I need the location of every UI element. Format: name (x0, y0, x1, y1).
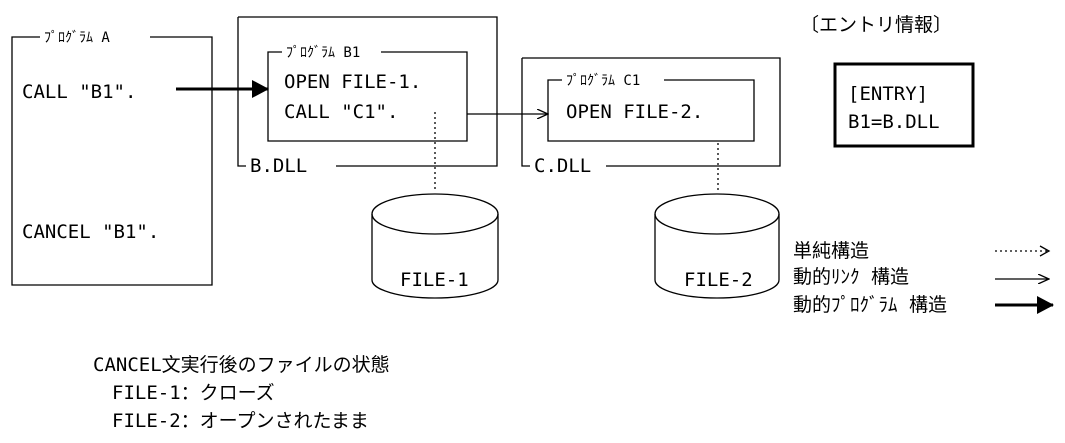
file2-label: FILE-2 (684, 269, 753, 291)
program-c1-box: ﾌﾟﾛｸﾞﾗﾑ C1 OPEN FILE-2. (547, 73, 755, 142)
entry-info: 〔エントリ情報〕 [ENTRY] B1=B.DLL (800, 14, 975, 148)
program-a-label: ﾌﾟﾛｸﾞﾗﾑ A (44, 30, 110, 46)
program-b1-label: ﾌﾟﾛｸﾞﾗﾑ B1 (286, 45, 360, 61)
legend-simple-arrowhead (1039, 245, 1051, 257)
file2-cylinder: FILE-2 (654, 193, 780, 299)
legend-dynamic-program-label: 動的ﾌﾟﾛｸﾞﾗﾑ 構造 (793, 294, 947, 316)
file1-cylinder: FILE-1 (371, 193, 499, 299)
program-b1-box: ﾌﾟﾛｸﾞﾗﾑ B1 OPEN FILE-1. CALL "C1". (267, 45, 468, 142)
status-file1: FILE-1：クローズ (112, 382, 275, 404)
c-dll-box: C.DLL (521, 57, 781, 177)
b-dll-box: B.DLL (237, 16, 498, 177)
program-a-call: CALL "B1". (22, 81, 136, 103)
entry-info-line2: B1=B.DLL (848, 111, 940, 133)
entry-info-box (833, 62, 975, 148)
status-title: CANCEL文実行後のファイルの状態 (93, 354, 390, 376)
status-file2: FILE-2：オープンされたまま (112, 410, 369, 432)
program-b1-call: CALL "C1". (284, 101, 398, 123)
entry-info-line1: [ENTRY] (848, 83, 928, 105)
program-c1-label: ﾌﾟﾛｸﾞﾗﾑ C1 (566, 73, 640, 89)
legend-dynamic-link-label: 動的ﾘﾝｸ 構造 (793, 266, 909, 288)
program-b1-open: OPEN FILE-1. (284, 71, 421, 93)
cancel-status: CANCEL文実行後のファイルの状態 FILE-1：クローズ FILE-2：オー… (93, 354, 390, 432)
program-a-box: ﾌﾟﾛｸﾞﾗﾑ A CALL "B1". CANCEL "B1". (11, 30, 213, 286)
legend-simple-label: 単純構造 (793, 240, 869, 262)
program-c1-open: OPEN FILE-2. (566, 101, 703, 123)
program-a-cancel: CANCEL "B1". (22, 221, 159, 243)
legend: 単純構造 動的ﾘﾝｸ 構造 動的ﾌﾟﾛｸﾞﾗﾑ 構造 (793, 240, 1054, 316)
file1-label: FILE-1 (400, 269, 469, 291)
b-dll-label: B.DLL (250, 155, 307, 177)
entry-info-title: 〔エントリ情報〕 (800, 14, 952, 36)
c-dll-label: C.DLL (534, 155, 591, 177)
